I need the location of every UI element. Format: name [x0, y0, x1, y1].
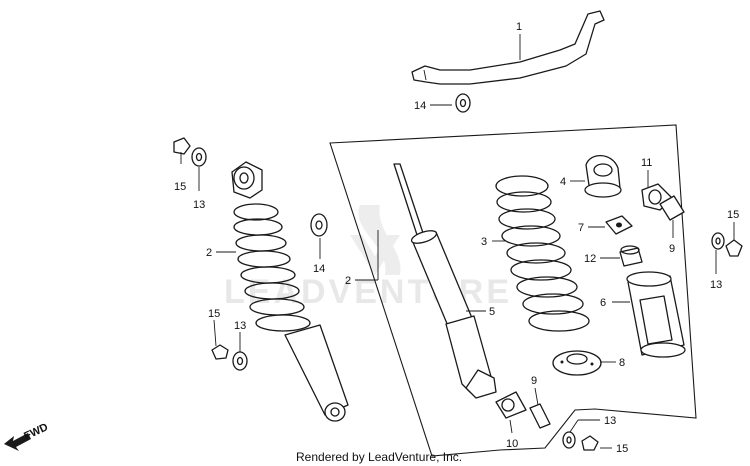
- fwd-label: FWD: [22, 421, 50, 442]
- callout-12: 12: [584, 253, 596, 265]
- rubber-part: [605, 215, 633, 235]
- callout-5: 5: [489, 306, 495, 318]
- left-shock-absorber: [231, 161, 349, 422]
- watermark-text: LEADVENTURE: [224, 273, 512, 311]
- lower-left-nut: [211, 344, 229, 360]
- callout-13-right: 13: [710, 279, 722, 291]
- callout-13-lower: 13: [234, 320, 246, 332]
- lower-right-nut: [581, 435, 599, 451]
- damper-part: [393, 163, 497, 399]
- right-nut: [725, 239, 743, 257]
- callout-13-bottom: 13: [604, 415, 616, 427]
- fwd-arrow: FWD: [4, 421, 50, 451]
- callout-15-lower: 15: [208, 308, 220, 320]
- callout-6: 6: [600, 297, 606, 309]
- callouts: 1 14 15 13 2 14 15 13 2 3 4 11 7 12 9 6 …: [174, 21, 739, 455]
- callout-15-left: 15: [174, 181, 186, 193]
- left-nut: [173, 137, 191, 155]
- callout-1: 1: [516, 21, 522, 33]
- lower-left-washer: [232, 351, 248, 371]
- boot-part: [626, 271, 686, 358]
- callout-9-lower: 9: [531, 375, 537, 387]
- lower-bushing-part: [495, 391, 527, 419]
- upper-mount-part: [584, 154, 622, 198]
- cushion-part: [619, 245, 643, 267]
- callout-2-left: 2: [206, 247, 212, 259]
- lower-right-washer: [562, 431, 576, 449]
- callout-8: 8: [619, 357, 625, 369]
- spring-seat-part: [552, 350, 602, 376]
- left-washer: [191, 147, 207, 167]
- callout-7: 7: [578, 222, 584, 234]
- callout-9-upper: 9: [669, 243, 675, 255]
- right-washer: [711, 232, 725, 250]
- leader-lines: [180, 34, 735, 449]
- callout-11: 11: [641, 157, 652, 169]
- callout-3: 3: [481, 236, 487, 248]
- callout-14-top: 14: [414, 100, 426, 112]
- callout-13-left: 13: [193, 199, 205, 211]
- callout-15-right: 15: [727, 209, 739, 221]
- washer-part: [455, 93, 471, 113]
- left-washer-14: [310, 213, 328, 237]
- lower-collar-part: [529, 403, 551, 429]
- bracket-part: [411, 10, 605, 85]
- credit-text: Rendered by LeadVenture, Inc.: [296, 450, 462, 464]
- collar-part: [659, 195, 685, 221]
- callout-4: 4: [560, 176, 566, 188]
- callout-10: 10: [506, 438, 518, 450]
- spring-part: [495, 175, 590, 332]
- assembly-outline: [329, 124, 697, 457]
- callout-15-bottom: 15: [616, 443, 628, 455]
- callout-14-mid: 14: [313, 263, 325, 275]
- callout-2-mid: 2: [345, 275, 351, 287]
